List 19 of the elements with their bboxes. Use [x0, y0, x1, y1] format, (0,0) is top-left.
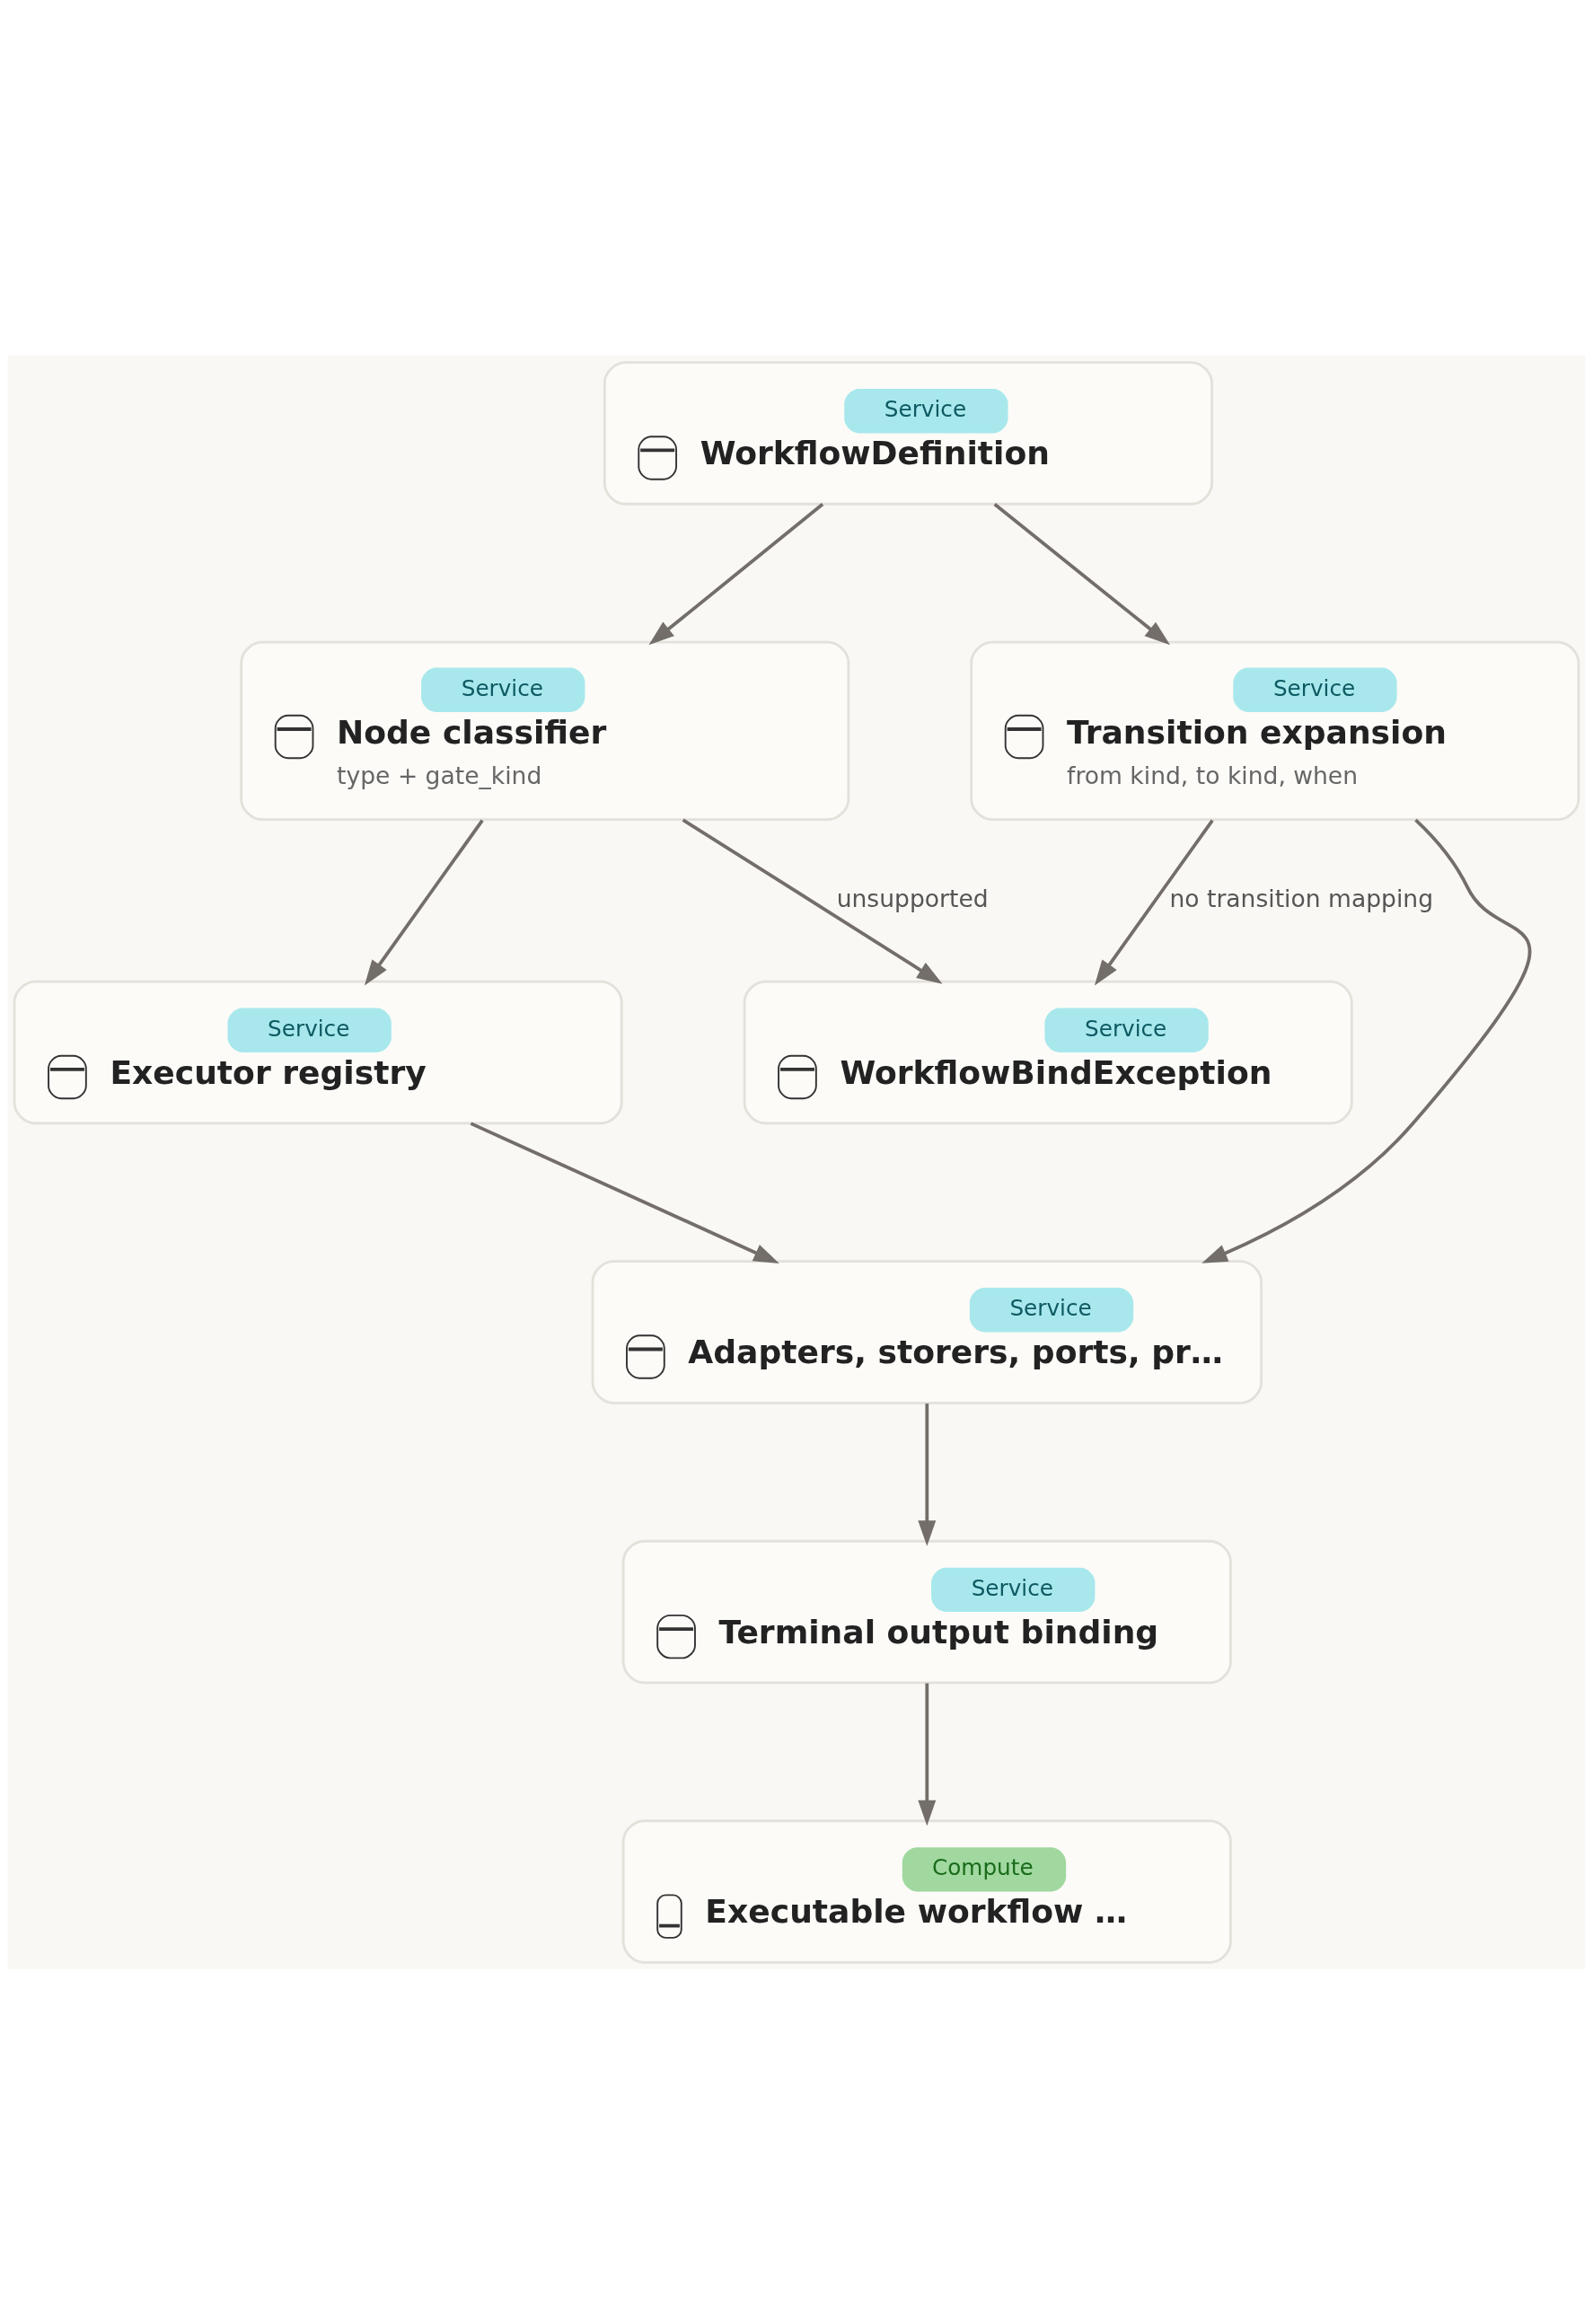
- edge-label: unsupported: [836, 884, 989, 912]
- node-box: Compute Executable workflow …: [621, 1818, 1232, 1964]
- arrow: [1094, 818, 1214, 986]
- arrow: [918, 1683, 937, 1826]
- arrow: [648, 502, 824, 645]
- node-box: Service WorkflowBindException: [743, 980, 1353, 1124]
- arrow: [918, 1403, 937, 1546]
- arrow: [364, 818, 484, 986]
- edge-label: no transition mapping: [1169, 884, 1434, 912]
- arrow: [993, 502, 1171, 645]
- node-box: Service Executor registry: [13, 980, 623, 1124]
- node-box: Service Node classifier type + gate_kind: [240, 640, 850, 821]
- node-box: Service Terminal output binding: [621, 1539, 1232, 1684]
- node-box: Service WorkflowDefinition: [603, 360, 1213, 506]
- arrow: [1201, 818, 1532, 1263]
- node-box: Service Transition expansion from kind, to kind, when: [970, 640, 1580, 821]
- arrow: [470, 1121, 779, 1263]
- node-box: Service Adapters, storers, ports, pr…: [591, 1259, 1263, 1404]
- arrow: [682, 817, 943, 984]
